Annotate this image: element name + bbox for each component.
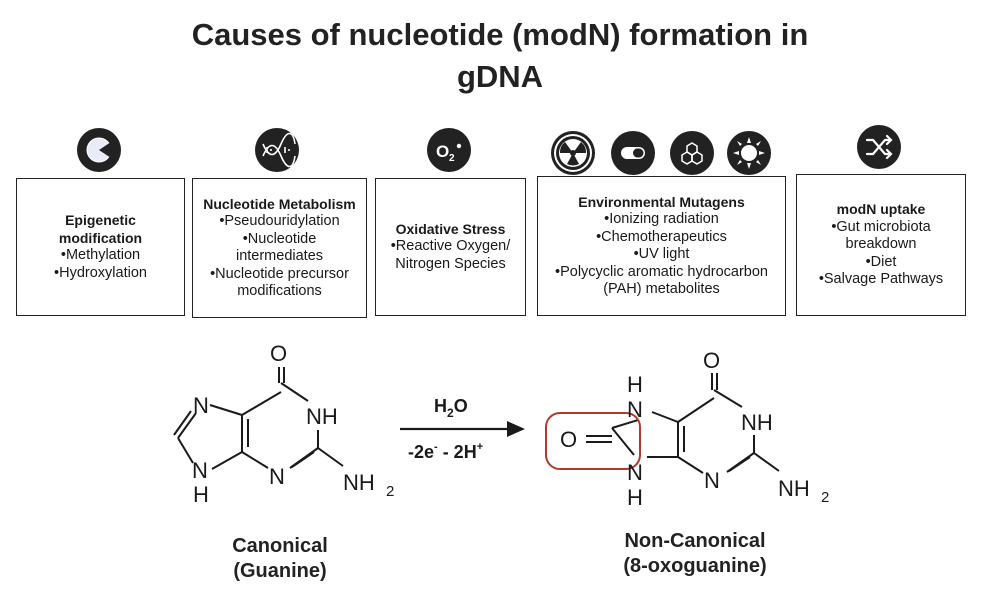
atom-label-nh2: NH bbox=[778, 476, 810, 501]
highlight-box bbox=[545, 412, 641, 470]
category-item: •Reactive Oxygen/ Nitrogen Species bbox=[390, 238, 511, 272]
oxygen-subscript: 2 bbox=[449, 153, 455, 164]
category-item: Nucleotide intermediates bbox=[199, 231, 360, 266]
category-item: Salvage Pathways bbox=[819, 271, 943, 289]
atom-label-o: O bbox=[703, 348, 720, 373]
atom-label-n: N bbox=[193, 393, 209, 418]
hexagon-rings-icon bbox=[670, 131, 714, 175]
category-item: Gut microbiota breakdown bbox=[803, 219, 959, 254]
oxoguanine-structure: O NH N NH 2 H N N H O bbox=[545, 348, 829, 510]
category-item: Ionizing radiation bbox=[604, 211, 719, 229]
canonical-sublabel: (Guanine) bbox=[233, 560, 327, 582]
atom-label-nh: NH bbox=[741, 410, 773, 435]
reagent-o: O bbox=[454, 396, 468, 416]
reagent-h-sub: 2 bbox=[447, 406, 454, 420]
atom-label-n: N bbox=[627, 397, 643, 422]
shuffle-icon bbox=[857, 125, 901, 169]
atom-label-nh2: NH bbox=[343, 470, 375, 495]
category-item: Methylation bbox=[61, 247, 140, 265]
sun-icon bbox=[727, 131, 771, 175]
atom-label-n: N bbox=[704, 468, 720, 493]
category-box-epigenetic: Epigenetic modification Methylation Hydr… bbox=[16, 178, 185, 316]
reaction-arrow: H2O -2e- - 2H+ bbox=[400, 396, 525, 462]
atom-label-n: N bbox=[192, 458, 208, 483]
dna-helix-icon bbox=[255, 128, 299, 172]
category-title: Environmental Mutagens bbox=[578, 193, 745, 210]
category-title: Epigenetic modification bbox=[58, 212, 143, 246]
category-box-oxidative: Oxidative Stress •Reactive Oxygen/ Nitro… bbox=[375, 178, 526, 316]
category-item: Nucleotide precursor modifications bbox=[199, 266, 360, 301]
pie-chart-icon bbox=[77, 128, 121, 172]
atom-label-nh2-sub: 2 bbox=[821, 489, 829, 506]
guanine-structure: O NH N NH 2 N N H bbox=[173, 341, 394, 507]
category-item: Diet bbox=[866, 254, 897, 272]
reagent-electrons: -2e bbox=[408, 442, 434, 462]
category-box-environmental: Environmental Mutagens Ionizing radiatio… bbox=[537, 176, 786, 316]
category-box-metabolism: Nucleotide Metabolism Pseudouridylation … bbox=[192, 178, 367, 318]
capsule-icon bbox=[611, 131, 655, 175]
non-canonical-label: Non-Canonical bbox=[624, 530, 766, 552]
reagent-h: H bbox=[434, 396, 447, 416]
category-item: Hydroxylation bbox=[54, 265, 147, 283]
page-title: Causes of nucleotide (modN) formation in… bbox=[191, 17, 809, 94]
category-title: modN uptake bbox=[836, 201, 926, 218]
oxygen-symbol: O bbox=[436, 142, 449, 161]
reagent-protons-sup: + bbox=[477, 441, 483, 453]
atom-label-nh2-sub: 2 bbox=[386, 483, 394, 500]
category-item: Polycyclic aromatic hydrocarbon (PAH) me… bbox=[544, 264, 779, 299]
category-item: Pseudouridylation bbox=[219, 213, 339, 231]
svg-text:-2e- - 2H+: -2e- - 2H+ bbox=[408, 441, 483, 462]
atom-label-n: N bbox=[269, 464, 285, 489]
non-canonical-sublabel: (8-oxoguanine) bbox=[623, 555, 767, 577]
atom-label-h: H bbox=[627, 372, 643, 397]
atom-label-nh: NH bbox=[306, 404, 338, 429]
category-item: Chemotherapeutics bbox=[596, 229, 727, 247]
atom-label-h: H bbox=[193, 482, 209, 507]
canonical-caption: Canonical (Guanine) bbox=[200, 534, 360, 584]
atom-label-h: H bbox=[627, 485, 643, 510]
category-title: Oxidative Stress bbox=[395, 220, 506, 237]
reagent-protons: - 2H bbox=[438, 442, 477, 462]
svg-text:H2O: H2O bbox=[434, 396, 468, 420]
canonical-label: Canonical bbox=[232, 535, 328, 557]
category-item: UV light bbox=[634, 246, 690, 264]
atom-label-o: O bbox=[270, 341, 287, 366]
non-canonical-caption: Non-Canonical (8-oxoguanine) bbox=[600, 529, 790, 579]
radiation-icon bbox=[551, 131, 595, 175]
atom-label-n: N bbox=[627, 460, 643, 485]
category-title: Nucleotide Metabolism bbox=[203, 195, 356, 212]
reagent-electrons-sup: - bbox=[434, 441, 438, 453]
atom-label-o: O bbox=[560, 427, 577, 452]
category-box-uptake: modN uptake Gut microbiota breakdown Die… bbox=[796, 174, 966, 316]
